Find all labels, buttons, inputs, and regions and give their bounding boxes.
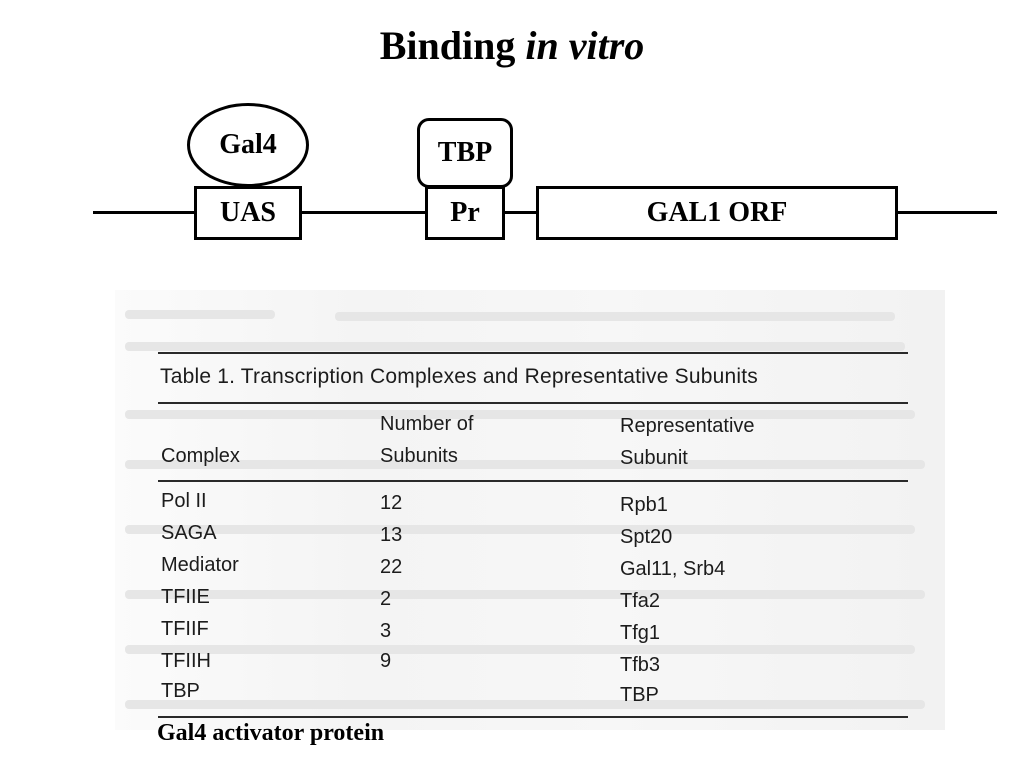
- table-top-rule: [158, 352, 908, 354]
- header-number-line2: Subunits: [380, 445, 458, 467]
- bleed-through: [125, 590, 925, 599]
- footer-caption: Gal4 activator protein: [157, 720, 385, 746]
- cell-number: 22: [380, 556, 403, 578]
- cell-subunit: Tfa2: [620, 590, 661, 612]
- bleed-through: [125, 645, 915, 654]
- cell-number: 12: [380, 492, 403, 514]
- slide-title: Binding in vitro: [0, 22, 1024, 69]
- tbp-protein: TBP: [417, 118, 513, 188]
- cell-complex: Mediator: [161, 554, 239, 576]
- cell-subunit: Spt20: [620, 526, 673, 548]
- cell-complex: TBP: [161, 680, 200, 702]
- cell-complex: Pol II: [161, 490, 207, 512]
- cell-number: 2: [380, 588, 392, 610]
- cell-number: 3: [380, 620, 392, 642]
- header-rep-line1: Representative: [620, 415, 755, 437]
- bleed-through: [335, 312, 895, 321]
- cell-complex: SAGA: [161, 522, 217, 544]
- header-rep-line2: Subunit: [620, 447, 688, 469]
- cell-number: 13: [380, 524, 403, 546]
- cell-number: 9: [380, 650, 392, 672]
- title-main: Binding: [379, 23, 526, 68]
- table-bottom-rule: [158, 716, 908, 718]
- cell-subunit: Tfg1: [620, 622, 661, 644]
- uas-box: UAS: [194, 186, 302, 240]
- table-caption: Table 1. Transcription Complexes and Rep…: [160, 365, 758, 388]
- promoter-box: Pr: [425, 186, 505, 240]
- caption-rule: [158, 402, 908, 404]
- cell-complex: TFIIF: [161, 618, 209, 640]
- orf-box: GAL1 ORF: [536, 186, 898, 240]
- header-complex: Complex: [161, 445, 240, 467]
- bleed-through: [125, 700, 925, 709]
- cell-subunit: Tfb3: [620, 654, 661, 676]
- bleed-through: [125, 310, 275, 319]
- scanned-page-background: [115, 290, 945, 730]
- cell-complex: TFIIH: [161, 650, 211, 672]
- header-rule: [158, 480, 908, 482]
- gal4-activator: Gal4: [187, 103, 309, 187]
- bleed-through: [125, 342, 905, 351]
- title-italic: in vitro: [525, 23, 645, 68]
- cell-complex: TFIIE: [161, 586, 210, 608]
- cell-subunit: Rpb1: [620, 494, 668, 516]
- header-number-line1: Number of: [380, 413, 474, 435]
- bleed-through: [125, 460, 925, 469]
- bleed-through: [125, 410, 915, 419]
- bleed-through: [125, 525, 915, 534]
- cell-subunit: TBP: [620, 684, 659, 706]
- cell-subunit: Gal11, Srb4: [620, 558, 726, 580]
